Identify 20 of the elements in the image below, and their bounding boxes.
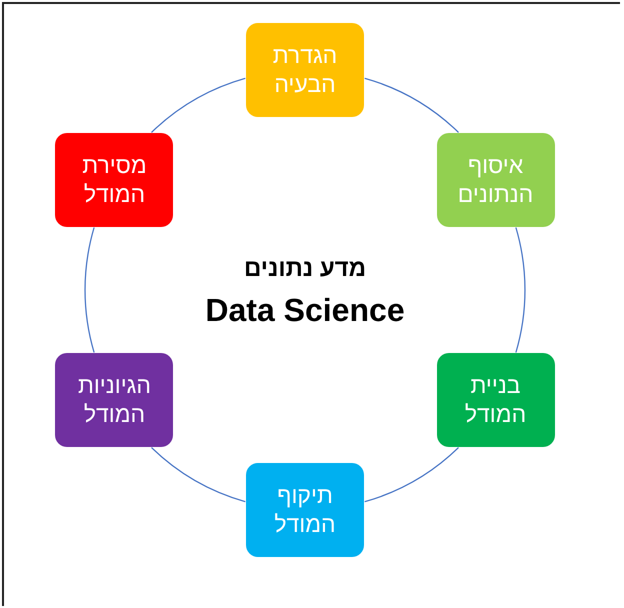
cycle-arc — [364, 447, 459, 502]
cycle-arc — [151, 78, 246, 133]
process-box — [55, 353, 174, 447]
cycle-arc — [364, 78, 459, 133]
step-label: איסוף הנתונים — [456, 151, 534, 209]
process-box — [55, 133, 174, 227]
cycle-arc — [151, 447, 246, 502]
step-label: תיקוף המודל — [273, 481, 337, 539]
step-label: הגיוניות המודל — [76, 371, 152, 429]
process-box — [246, 463, 364, 557]
process-box — [436, 353, 555, 447]
step-label: בניית המודל — [464, 371, 528, 429]
cycle-arc — [515, 227, 526, 353]
center-title: מדע נתונים — [242, 255, 368, 283]
cycle-arc — [84, 227, 95, 353]
step-label: הגדרת הבעיה — [272, 41, 338, 99]
center-subtitle: Data Science — [204, 292, 406, 329]
step-label: מסירת המודל — [81, 151, 148, 209]
process-box — [436, 133, 555, 227]
process-box — [246, 23, 364, 117]
